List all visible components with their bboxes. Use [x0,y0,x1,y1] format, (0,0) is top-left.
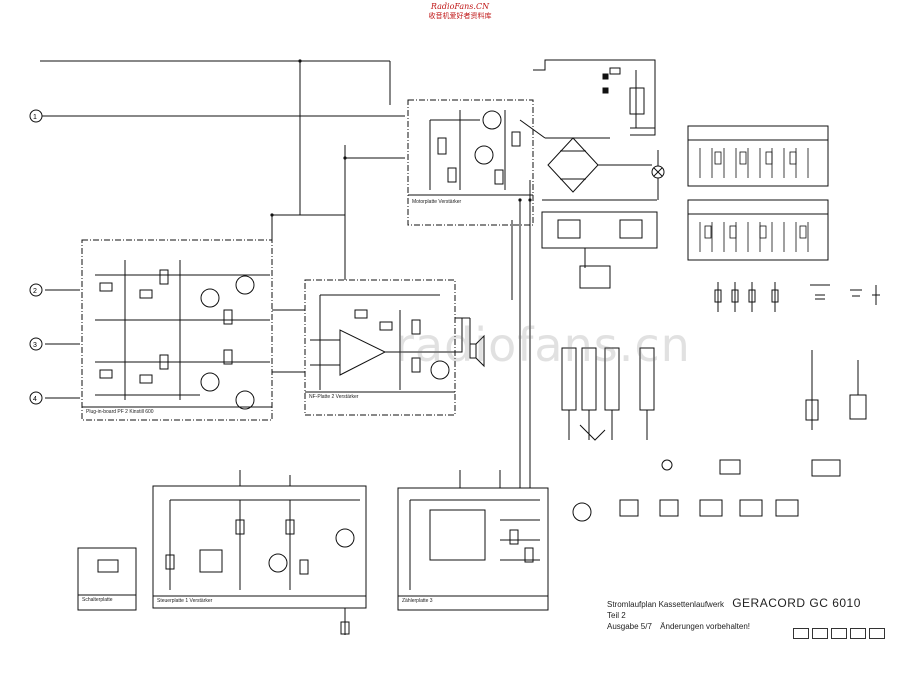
connector-1 [29,109,43,123]
changes-note: Änderungen vorbehalten! [660,622,751,631]
control-board-label: Steuerplatte 1 Verstärker [157,598,213,604]
connector-1-label: 1 [33,114,37,121]
title-prefix: Stromlaufplan Kassettenlaufwerk [607,600,724,609]
switch-board-label: Schalterplatte [82,597,113,603]
product-name: GERACORD GC 6010 [732,596,861,610]
power-amp-board-label: NF-Platte 2 Verstärker [309,394,359,400]
watermark-site: RadioFans.CN [430,2,490,11]
title-block: Stromlaufplan Kassettenlaufwerk GERACORD… [607,596,867,632]
revision-box-4 [850,628,866,639]
revision-box-2 [812,628,828,639]
connector-3 [29,337,43,351]
connector-4 [29,391,43,405]
pre-amp-board-label: Plug-in-board PF 2 Kinstill 600 [86,409,154,415]
revision-box-5 [869,628,885,639]
connector-4-label: 4 [33,396,37,403]
part-label: Teil 2 [607,611,626,620]
connector-2-label: 2 [33,288,37,295]
issue-label: Ausgabe 5/7 [607,622,652,631]
motor-board-label: Motorplatte Verstärker [412,199,462,205]
watermark-subtitle: 收音机爱好者资料库 [428,12,492,20]
revision-box-3 [831,628,847,639]
connector-3-label: 3 [33,342,37,349]
counter-board-label: Zählerplatte 3 [402,598,433,604]
connector-2 [29,283,43,297]
revision-box-1 [793,628,809,639]
